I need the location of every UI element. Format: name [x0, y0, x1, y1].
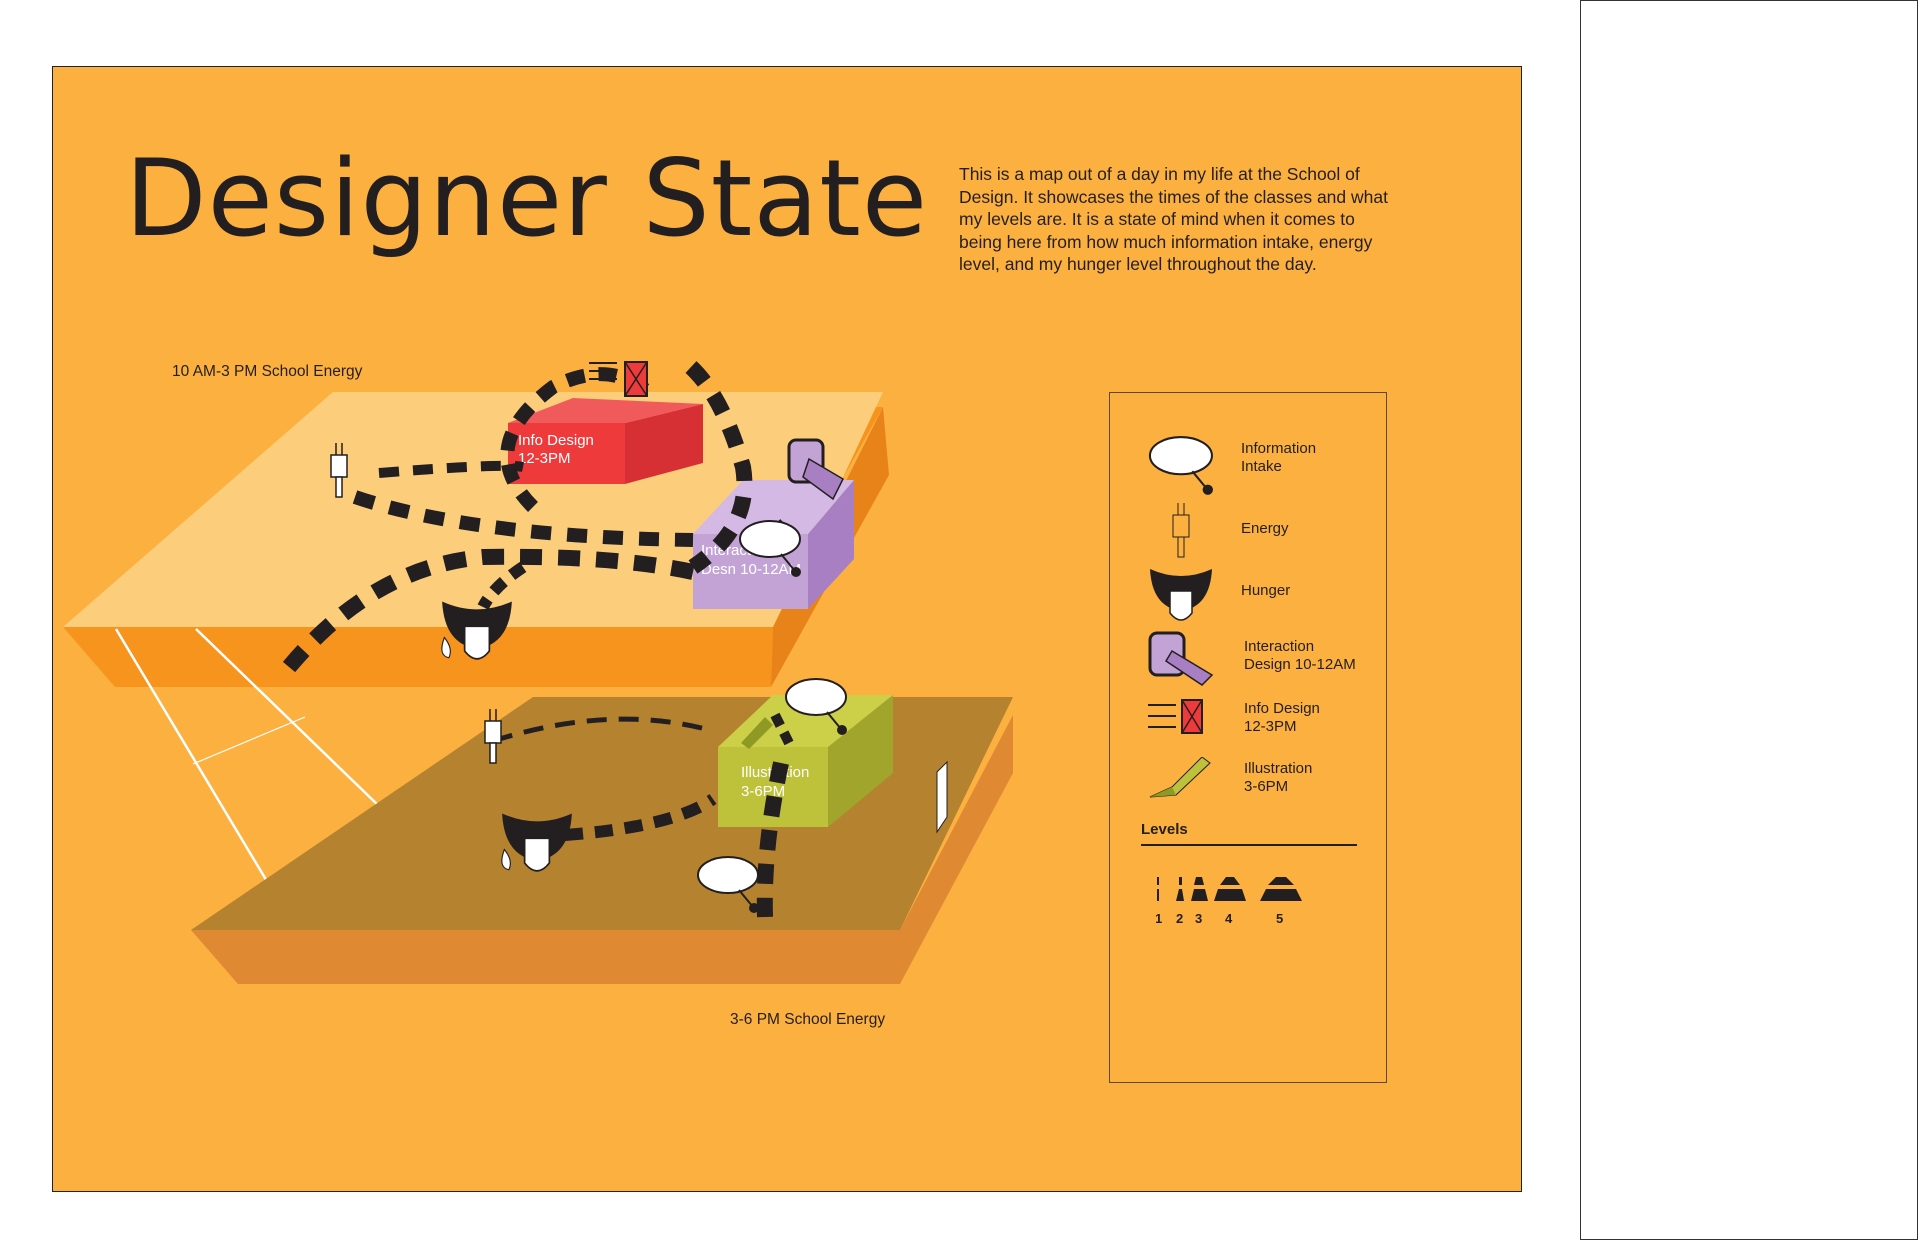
adjacent-page [1580, 0, 1918, 1240]
level-scale-icon: 1 2 3 4 5 [1156, 877, 1302, 926]
isometric-scene: Info Design 12-3PM Interaction Desn 10-1… [63, 361, 1013, 1028]
energy-paths-lower [492, 712, 794, 918]
legend: Information Intake Energy Hunger Interac… [1109, 392, 1387, 1083]
level-number: 1 [1156, 911, 1162, 926]
info-design-label-1: Info Design [518, 432, 594, 449]
legend-label-illustration: Illustration 3-6PM [1244, 760, 1313, 795]
legend-label-hunger: Hunger [1241, 582, 1291, 599]
list-x-icon [589, 361, 648, 397]
list-x-icon [1148, 699, 1203, 734]
upper-floor-label: 10 AM-3 PM School Energy [172, 363, 363, 380]
illustration-label-2: 3-6PM [741, 783, 785, 800]
speech-bubble-icon [1148, 436, 1213, 495]
tablet-pen-icon [1148, 631, 1214, 686]
poster: Designer State This is a map out of a da… [52, 66, 1522, 1192]
tablet-pen-icon [787, 438, 844, 501]
poster-title: Designer State [125, 137, 929, 260]
legend-label-energy: Energy [1241, 520, 1289, 537]
lower-floor-label: 3-6 PM School Energy [730, 1011, 885, 1028]
legend-label-information: Information Intake [1241, 440, 1317, 475]
illustration-box: Illustration 3-6PM [718, 695, 893, 827]
legend-levels-title: Levels [1141, 821, 1188, 838]
mouth-icon [1150, 569, 1212, 621]
plug-icon [1172, 503, 1190, 558]
energy-paths-upper [282, 361, 786, 673]
info-design-box: Info Design 12-3PM [508, 398, 703, 484]
legend-label-interaction: Interaction Design 10-12AM [1244, 638, 1356, 673]
level-number: 5 [1276, 911, 1283, 926]
level-number: 3 [1195, 911, 1202, 926]
pencil-icon [1149, 757, 1211, 798]
info-design-label-2: 12-3PM [518, 450, 571, 467]
legend-divider [1141, 844, 1357, 846]
legend-label-info-design: Info Design 12-3PM [1244, 700, 1320, 735]
level-number: 4 [1225, 911, 1233, 926]
interaction-label-2: Desn 10-12AM [701, 561, 801, 578]
level-number: 2 [1176, 911, 1183, 926]
poster-description: This is a map out of a day in my life at… [959, 164, 1388, 274]
